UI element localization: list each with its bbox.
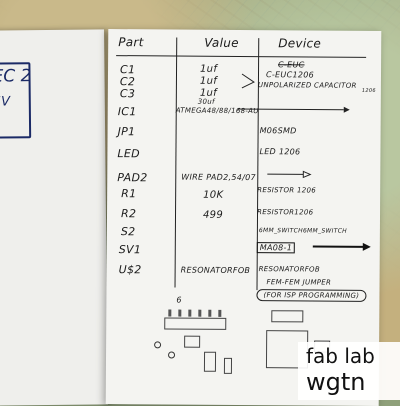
fab-lab-wgtn-logo: fab lab wgtn	[298, 342, 400, 400]
pin-count-label: 6	[176, 296, 181, 305]
sketch-component	[224, 358, 232, 374]
sketch-component	[204, 352, 216, 372]
sketch-pin	[208, 310, 211, 317]
sketch-pin	[218, 310, 221, 317]
sketch-pin	[188, 310, 191, 317]
sketch-header-block-2	[271, 310, 303, 322]
logo-line-1: fab lab	[306, 344, 375, 368]
sketch-pad	[168, 351, 175, 358]
sketch-pad	[154, 341, 161, 348]
sketch-pin	[168, 309, 171, 316]
left-paper-sheet: EC 2 5V	[0, 29, 108, 405]
logo-line-2: wgtn	[306, 368, 365, 396]
left-text-2: 5V	[0, 94, 10, 109]
sketch-pin	[198, 310, 201, 317]
sketch-header-block	[164, 317, 226, 329]
left-text-1: EC 2	[0, 66, 31, 86]
sketch-pin	[178, 310, 181, 317]
hand-drawn-arrows	[106, 29, 381, 331]
sketch-component	[184, 336, 200, 348]
